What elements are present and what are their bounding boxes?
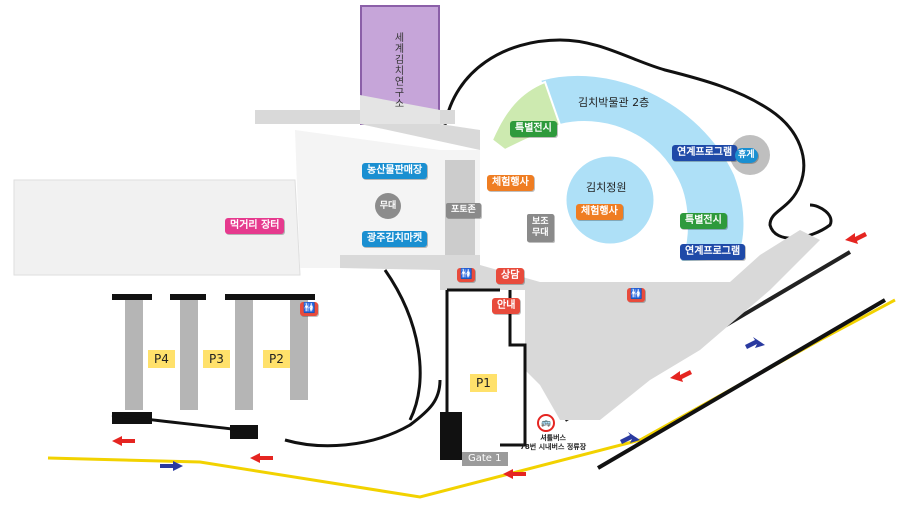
experience-2-label: 체험행사: [576, 204, 623, 220]
bus-stop-icon: 🚌: [537, 414, 555, 432]
aux-stage-label: 보조 무대: [527, 214, 554, 242]
consult-label: 상담: [496, 268, 525, 284]
traffic-arrows: [112, 232, 867, 479]
parking-p1-label: P1: [470, 374, 497, 392]
stage-label: 무대: [375, 193, 401, 219]
lower-curve: [111, 379, 442, 448]
p1-block: [440, 412, 462, 460]
portico-label: 포토존: [446, 203, 481, 218]
gray-wedge: [360, 95, 440, 124]
kimchi-garden-inner: [563, 153, 657, 247]
aux-stage-line1: 보조: [532, 217, 549, 227]
info-label: 안내: [492, 298, 521, 314]
food-street-label: 먹거리 장터: [225, 218, 285, 234]
parking-rows: [125, 300, 308, 410]
bus-stop-label: 셔틀버스 78번 시내버스 정류장: [520, 434, 586, 452]
linked-program-1-label: 연계프로그램: [672, 145, 738, 161]
restroom-icon: 🚻: [457, 268, 476, 282]
farm-store-label: 농산물판매장: [362, 163, 428, 179]
parking-p4-label: P4: [148, 350, 175, 368]
food-street-area: [13, 179, 301, 276]
linked-program-2-label: 연계프로그램: [680, 244, 746, 260]
parking-p3-label: P3: [203, 350, 230, 368]
parking-p2-label: P2: [263, 350, 290, 368]
drive-curve: [383, 269, 422, 421]
special-exhibit-1-label: 특별전시: [510, 121, 557, 137]
experience-1-label: 체험행사: [487, 175, 534, 191]
gwangju-market-label: 광주김치마켓: [362, 231, 428, 247]
grey-plaza: [340, 124, 820, 420]
aux-stage-line2: 무대: [532, 227, 549, 238]
special-exhibit-2-label: 특별전시: [680, 213, 727, 229]
rest-label: 휴게: [735, 148, 758, 163]
museum-2f-label: 김치박물관 2층: [578, 96, 650, 109]
restroom-icon: 🚻: [300, 302, 319, 316]
kimchi-garden-label: 김치정원: [586, 181, 627, 194]
research-center-label: 세계김치연구소: [392, 31, 403, 109]
gate-label: Gate 1: [462, 452, 508, 466]
road-edge: [596, 298, 887, 470]
restroom-icon: 🚻: [627, 288, 646, 302]
bus-line1: 셔틀버스: [540, 434, 566, 442]
main-road: [47, 298, 896, 499]
bus-line2: 78번 시내버스 정류장: [520, 443, 587, 452]
